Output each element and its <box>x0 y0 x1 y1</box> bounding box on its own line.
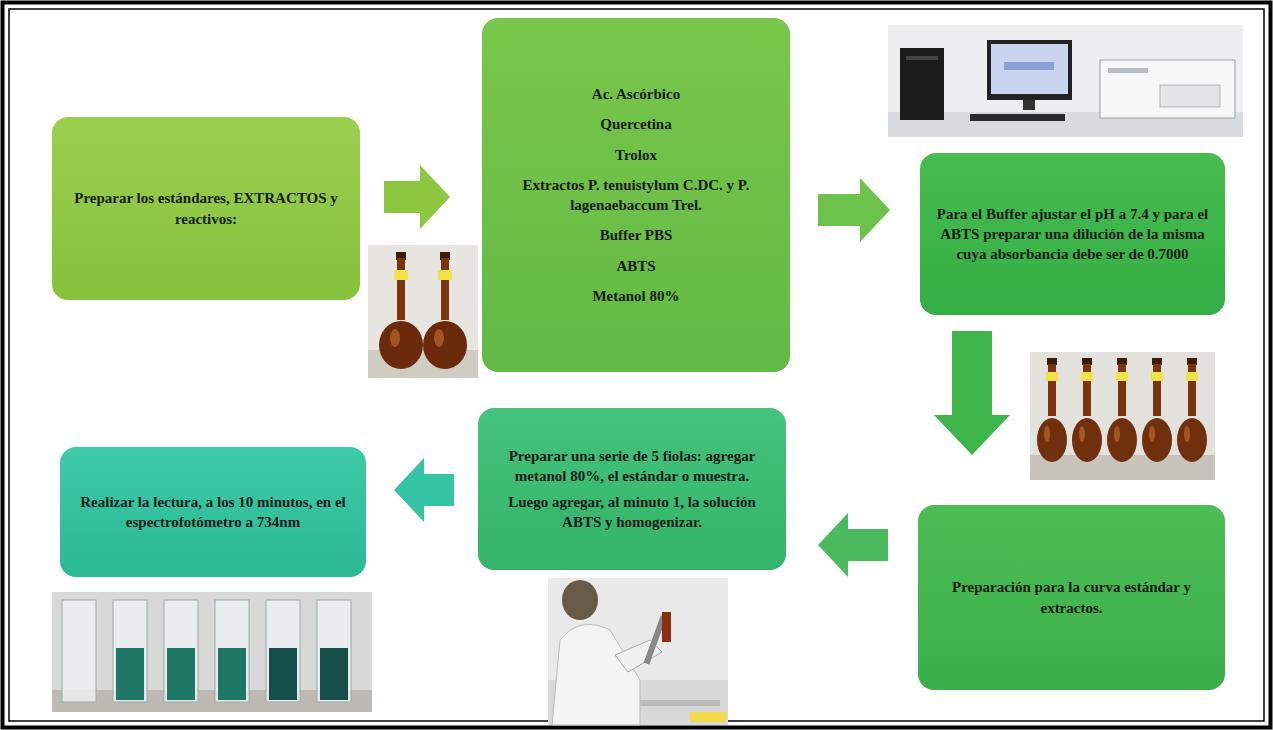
node-text: Realizar la lectura, a los 10 minutos, e… <box>74 492 352 533</box>
five-flasks-photo-part-part <box>1072 418 1102 462</box>
cuvettes-photo-part-part <box>218 648 246 700</box>
cuvettes-photo-part <box>62 600 351 702</box>
five-flasks-photo-part <box>1037 358 1207 462</box>
five-flasks-photo-part-part <box>1046 372 1058 381</box>
spectrophotometer-photo-part <box>906 56 938 60</box>
five-flasks-photo-part-part <box>1151 372 1163 381</box>
pipetting-photo-part <box>552 624 640 725</box>
five-flasks-photo-part-part <box>1187 358 1197 365</box>
five-flasks-photo <box>1030 352 1215 480</box>
spectrophotometer-photo-part <box>987 40 1072 100</box>
five-flasks-photo-part-part <box>1047 358 1057 365</box>
cuvettes-photo-part-part <box>269 648 297 700</box>
node-text: Para el Buffer ajustar el pH a 7.4 y par… <box>934 204 1211 265</box>
block-arrow <box>394 458 454 522</box>
node-text: Ac. Ascórbico <box>592 84 680 104</box>
pipetting-photo-part <box>690 712 726 722</box>
spectrophotometer-photo-part <box>1023 100 1035 110</box>
cuvettes-photo-part-part <box>266 600 300 702</box>
block-arrow <box>818 513 888 577</box>
flasks-photo-part-part <box>438 270 452 280</box>
spectrophotometer-photo-part <box>1160 85 1220 107</box>
process-box: Realizar la lectura, a los 10 minutos, e… <box>60 447 366 577</box>
five-flasks-photo-part-part <box>1153 364 1161 416</box>
cuvettes-photo <box>52 592 372 712</box>
cuvettes-photo-part-part <box>116 648 144 700</box>
flasks-photo-part <box>368 245 478 378</box>
flasks-photo <box>368 245 478 378</box>
five-flasks-photo-part-part <box>1188 364 1196 416</box>
five-flasks-photo-part-part <box>1177 418 1207 462</box>
spectrophotometer-photo <box>888 25 1243 137</box>
flasks-photo-part-part <box>397 258 405 320</box>
block-arrow <box>818 178 890 242</box>
node-text: Metanol 80% <box>592 286 679 306</box>
pipetting-photo-part <box>640 700 720 706</box>
five-flasks-photo-part-part <box>1082 358 1092 365</box>
five-flasks-photo-part-part <box>1081 372 1093 381</box>
spectrophotometer-photo-part <box>991 44 1068 94</box>
spectrophotometer-photo-part <box>888 25 1243 137</box>
node-text: Extractos P. tenuistylum C.DC. y P. lage… <box>496 175 776 216</box>
spectrophotometer-photo-part <box>1004 62 1054 70</box>
node-text: Luego agregar, al minuto 1, la solución … <box>492 492 772 533</box>
block-arrow <box>384 165 450 229</box>
five-flasks-photo-part-part <box>1118 364 1126 416</box>
flasks-photo-part-part <box>441 258 449 320</box>
flasks-photo-part-part <box>423 321 467 369</box>
five-flasks-photo-part-part <box>1048 364 1056 416</box>
flasks-photo-part-part <box>390 329 400 347</box>
process-box: Preparar una serie de 5 fiolas: agregar … <box>478 408 786 570</box>
page-frame-part <box>3 3 1271 728</box>
process-box: Ac. AscórbicoQuercetinaTroloxExtractos P… <box>482 18 790 372</box>
process-box: Preparar los estándares, EXTRACTOS y rea… <box>52 117 360 300</box>
node-text: Preparación para la curva estándar y ext… <box>932 577 1211 618</box>
cuvettes-photo-part-part <box>317 600 351 702</box>
five-flasks-photo-part-part <box>1083 364 1091 416</box>
pipetting-photo <box>548 578 728 725</box>
pipetting-photo-part <box>548 578 728 725</box>
cuvettes-photo-part-part <box>62 600 96 702</box>
five-flasks-photo-part-part <box>1186 372 1198 381</box>
five-flasks-photo-part-part <box>1117 358 1127 365</box>
cuvettes-photo-part-part <box>113 600 147 702</box>
five-flasks-photo-part-part <box>1142 418 1172 462</box>
node-text: Preparar una serie de 5 fiolas: agregar … <box>492 446 772 487</box>
process-box: Para el Buffer ajustar el pH a 7.4 y par… <box>920 153 1225 315</box>
cuvettes-photo-part <box>52 592 372 712</box>
process-box: Preparación para la curva estándar y ext… <box>918 505 1225 690</box>
five-flasks-photo-part-part <box>1107 418 1137 462</box>
node-text: Preparar los estándares, EXTRACTOS y rea… <box>66 188 346 229</box>
cuvettes-photo-part-part <box>164 600 198 702</box>
flasks-photo-part-part <box>379 321 423 369</box>
pipetting-photo-part <box>562 580 598 620</box>
five-flasks-photo-part-part <box>1152 358 1162 365</box>
five-flasks-photo-part-part <box>1149 426 1155 442</box>
five-flasks-photo-part-part <box>1037 418 1067 462</box>
node-text: Buffer PBS <box>600 225 673 245</box>
spectrophotometer-photo-part <box>1108 68 1148 73</box>
node-text: Trolox <box>615 145 657 165</box>
block-arrow <box>934 331 1010 455</box>
flasks-photo-part <box>379 252 423 369</box>
cuvettes-photo-part-part <box>215 600 249 702</box>
five-flasks-photo-part-part <box>1079 426 1085 442</box>
spectrophotometer-photo-part <box>970 114 1065 121</box>
five-flasks-photo-part-part <box>1114 426 1120 442</box>
page-frame <box>3 3 1271 728</box>
node-text: ABTS <box>616 256 655 276</box>
cuvettes-photo-part-part <box>320 648 348 700</box>
pipetting-photo-part <box>662 612 671 642</box>
five-flasks-photo-part-part <box>1044 426 1050 442</box>
five-flasks-photo-part <box>1030 352 1215 480</box>
flasks-photo-part <box>423 252 467 369</box>
node-text: Quercetina <box>600 114 671 134</box>
spectrophotometer-photo-part <box>900 48 944 120</box>
flasks-photo-part-part <box>434 329 444 347</box>
spectrophotometer-photo-part <box>1100 60 1235 118</box>
cuvettes-photo-part-part <box>167 648 195 700</box>
five-flasks-photo-part-part <box>1116 372 1128 381</box>
five-flasks-photo-part-part <box>1184 426 1190 442</box>
flasks-photo-part-part <box>394 270 408 280</box>
